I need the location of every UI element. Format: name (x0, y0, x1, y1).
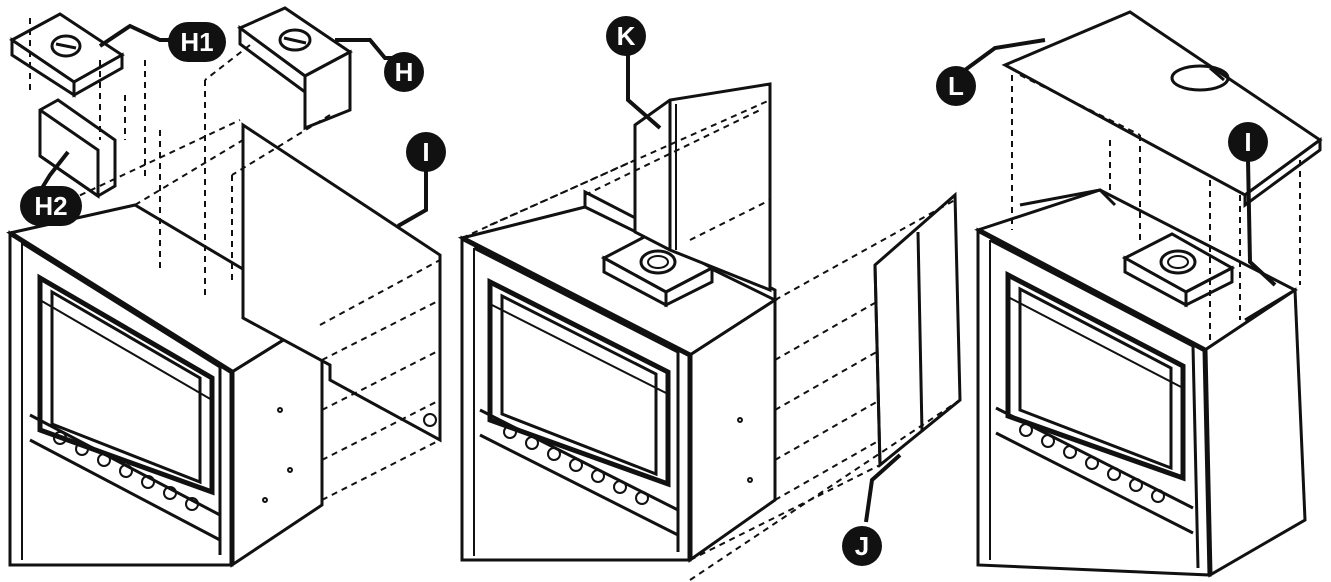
label-i-right: I (1244, 127, 1251, 157)
label-j: J (855, 531, 869, 561)
callout-l: L (936, 38, 1046, 106)
guide-lines-right (1011, 74, 1301, 340)
top-plate-l (1001, 10, 1323, 208)
figure-left: H1 H H2 I (6, 6, 446, 568)
flue-collar-right (1121, 232, 1236, 308)
firebox-left (6, 203, 325, 568)
bracket-h2 (38, 98, 117, 199)
guide-lines-left (29, 18, 441, 501)
figure-right: L I (936, 10, 1323, 578)
callout-j: J (842, 453, 902, 566)
vent-row-middle (503, 425, 649, 505)
figure-middle: K J (457, 16, 962, 581)
label-l: L (948, 71, 964, 101)
callout-h1: H1 (98, 22, 226, 62)
callout-i-left: I (397, 132, 446, 228)
vent-row-right (1019, 423, 1165, 503)
label-h1: H1 (180, 27, 213, 57)
label-i-left: I (422, 137, 429, 167)
rear-panel-k (633, 82, 772, 293)
callout-h: H (335, 38, 424, 92)
label-h2: H2 (34, 191, 67, 221)
callout-k: K (606, 16, 662, 130)
side-panel-j (873, 191, 962, 469)
callout-h2: H2 (20, 150, 82, 226)
flue-collar-h (237, 6, 353, 131)
callout-i-right: I (1228, 122, 1277, 287)
label-h: H (395, 57, 414, 87)
label-k: K (617, 21, 636, 51)
guide-lines-middle (461, 99, 961, 581)
flue-collar-middle (600, 232, 716, 308)
rear-panel-i-left (241, 122, 442, 443)
flue-collar-h1 (9, 12, 125, 98)
vent-row-left (53, 431, 199, 511)
firebox-right (974, 188, 1307, 578)
